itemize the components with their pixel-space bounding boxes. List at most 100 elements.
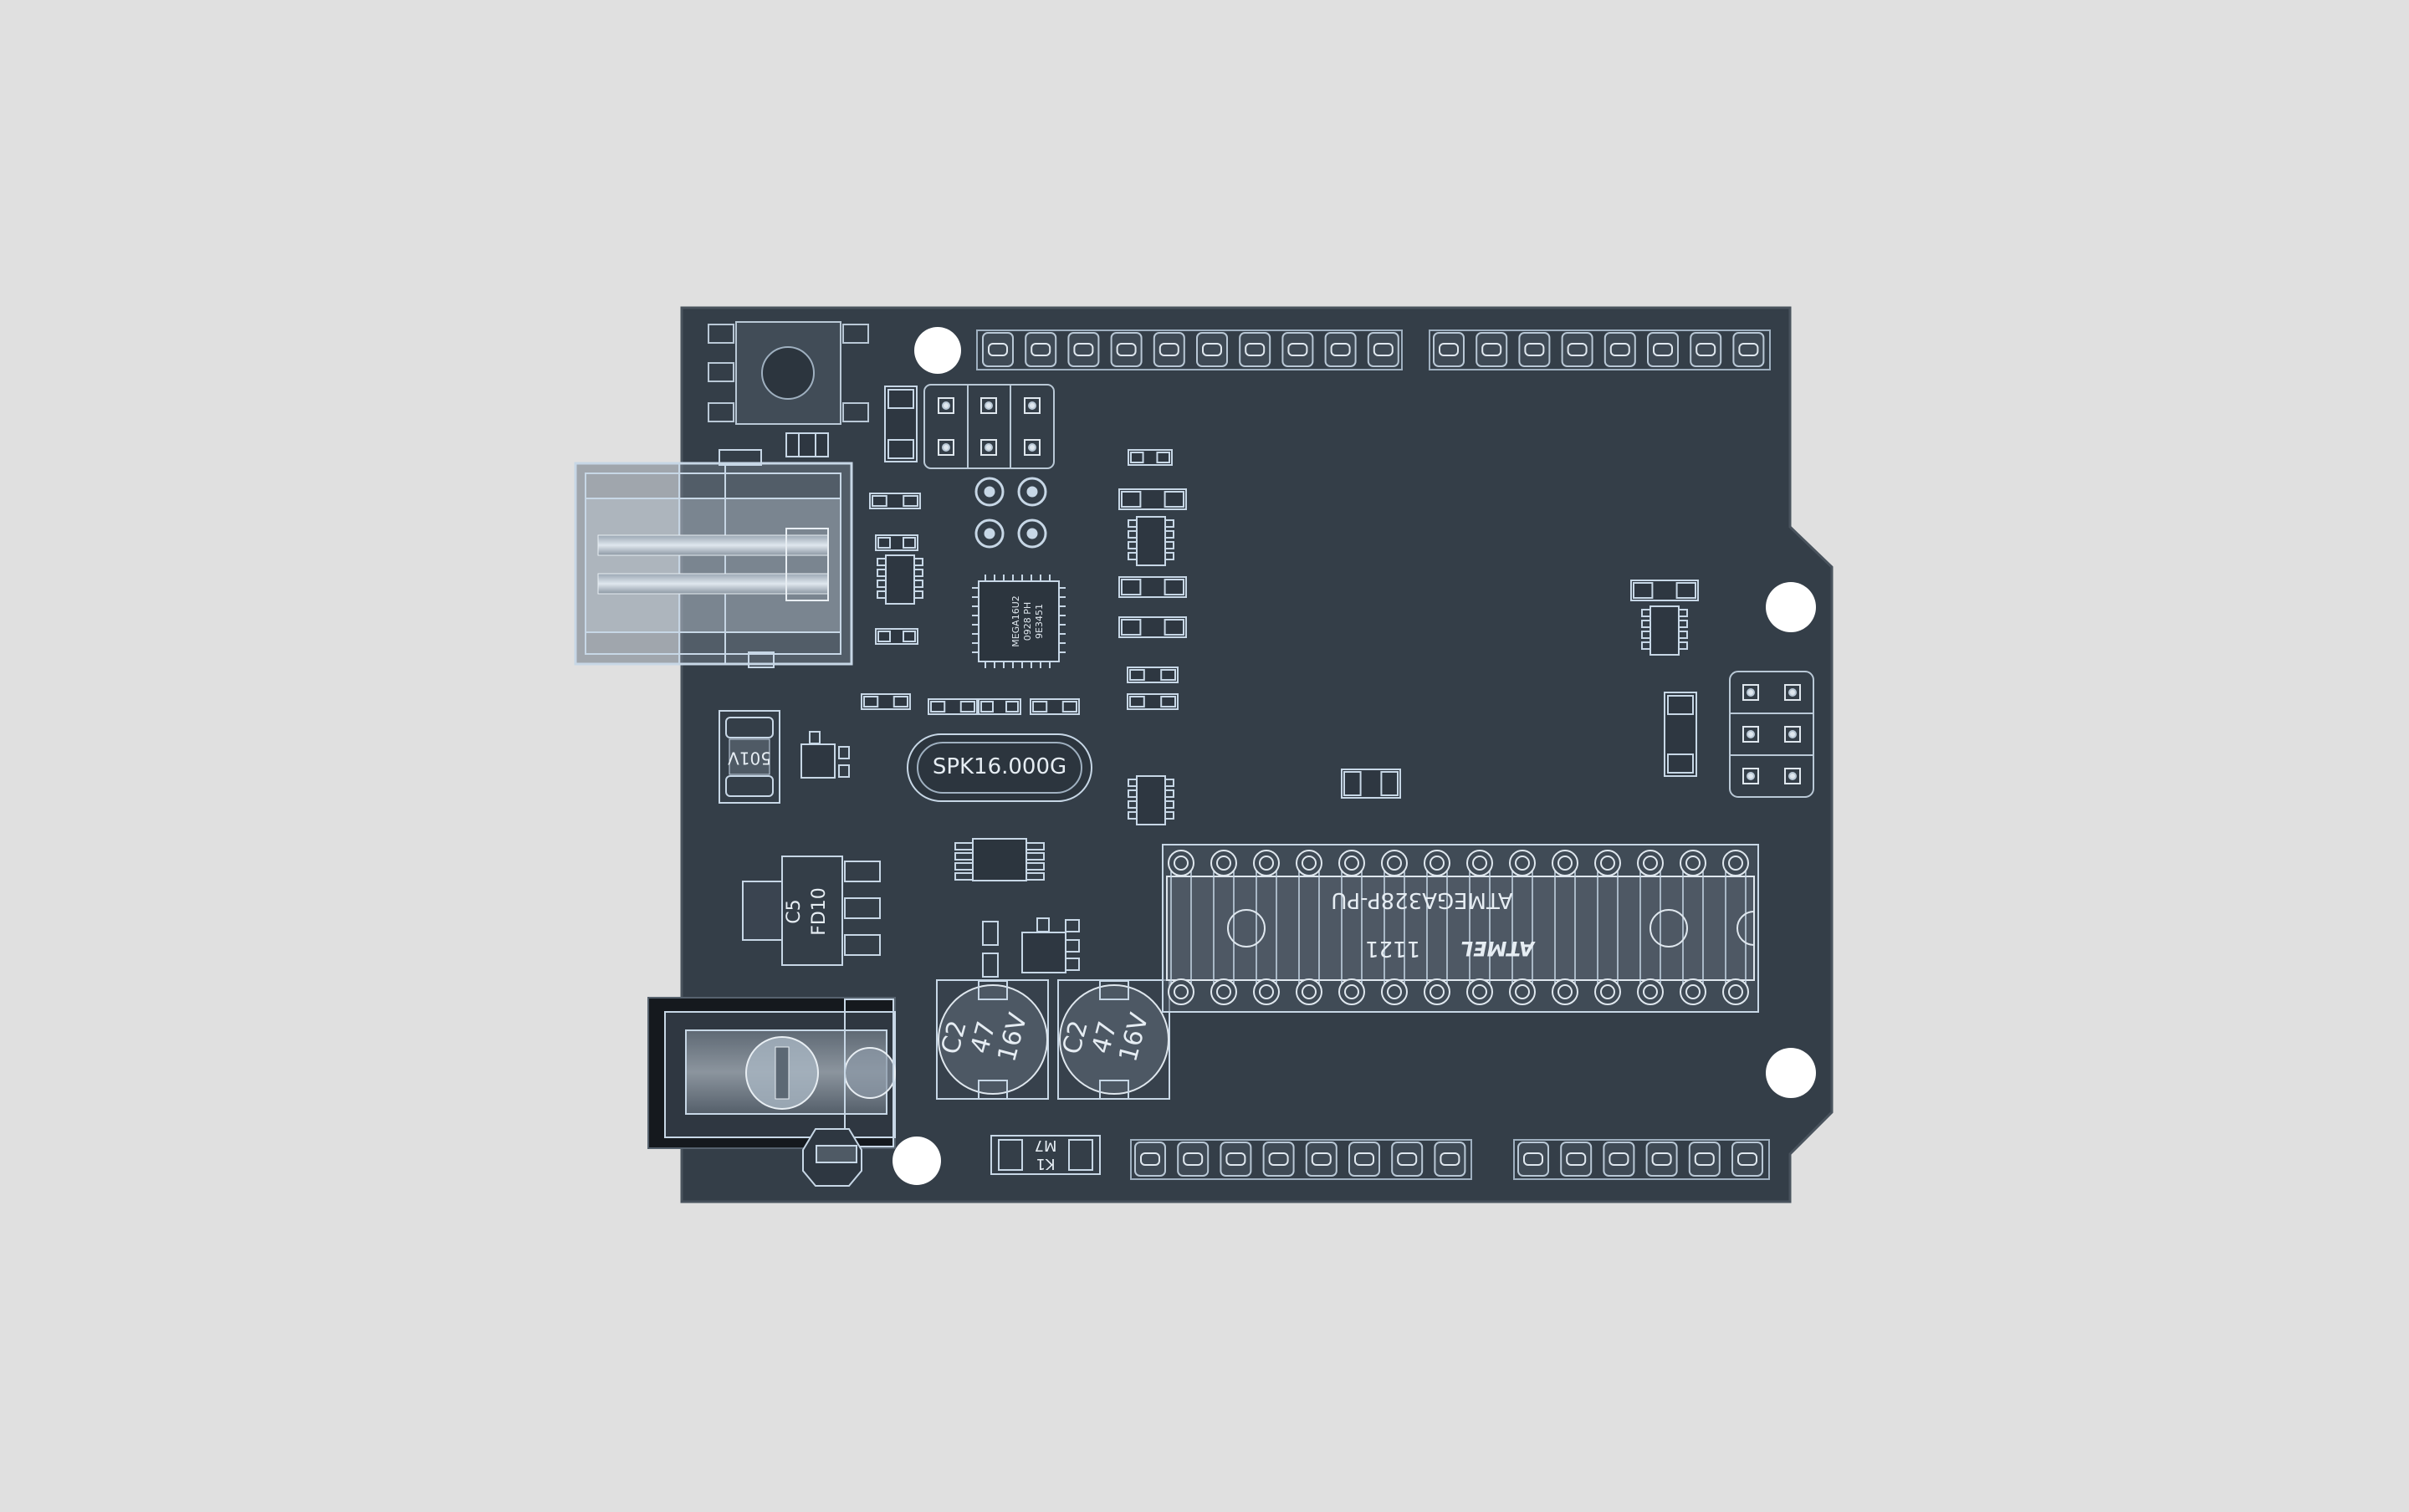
smd-capacitor	[785, 432, 829, 457]
dip-pin	[1424, 850, 1450, 876]
crystal-oscillator: SPK16.000G	[907, 733, 1092, 802]
usb-chip-label-2: 0928 PH	[1022, 602, 1033, 641]
smd-resistor	[978, 698, 1021, 715]
smd-resistor	[1030, 698, 1080, 715]
smd-resistor	[1118, 488, 1187, 510]
header-pin	[1324, 332, 1357, 367]
header-pin	[1645, 1142, 1678, 1177]
header-pin	[1196, 332, 1228, 367]
reset-button[interactable]	[708, 321, 869, 425]
icsp-header-top	[923, 384, 1055, 469]
smd-resistor	[1118, 616, 1187, 638]
dip-pin	[1680, 850, 1706, 876]
icsp-pin	[1024, 397, 1041, 414]
dip-pin	[1466, 850, 1493, 876]
dip-pin	[1552, 978, 1578, 1005]
header-pin	[1348, 1142, 1380, 1177]
header-pin	[1561, 332, 1593, 367]
header-pin	[1476, 332, 1508, 367]
resistor-network	[1128, 516, 1174, 566]
dip-pin	[1381, 978, 1408, 1005]
header-bottom-left	[1130, 1139, 1472, 1180]
capacitor-right: C2 47 16V	[1057, 979, 1170, 1100]
resistor-label: M7	[1035, 1137, 1057, 1154]
header-pin	[1603, 1142, 1635, 1177]
smd-resistor	[928, 698, 978, 715]
header-pin	[1433, 332, 1465, 367]
header-pin	[1690, 332, 1722, 367]
header-pin	[982, 332, 1014, 367]
icsp-pin	[1742, 684, 1759, 701]
dip-pin	[1338, 850, 1365, 876]
dip-pin	[1722, 978, 1749, 1005]
resistor-bottom: M7 K1	[990, 1135, 1101, 1175]
regulator-label-1: C5	[784, 899, 805, 923]
main-mcu-socket: ATMEGA328P-PU 1121 ATMEL	[1162, 844, 1759, 1013]
header-pin	[1732, 332, 1765, 367]
dip-pin	[1637, 978, 1664, 1005]
header-pin	[1560, 1142, 1593, 1177]
capacitor-left: C2 47 16V	[936, 979, 1049, 1100]
header-pin	[1647, 332, 1679, 367]
test-pads	[974, 477, 1047, 549]
dip-pin	[1296, 850, 1322, 876]
transistor-sot23	[800, 731, 850, 779]
mcu-logo: ATMEL	[1460, 937, 1536, 960]
dip-pin	[1424, 978, 1450, 1005]
smd-resistor	[1128, 449, 1173, 466]
smd-resistor	[875, 628, 918, 645]
mcu-label-2: 1121	[1365, 936, 1420, 961]
header-pin	[1025, 332, 1057, 367]
icsp-header-right	[1729, 671, 1814, 798]
header-pin	[1262, 1142, 1295, 1177]
dip-pin	[1338, 978, 1365, 1005]
header-pin	[1731, 1142, 1763, 1177]
header-pin	[1517, 1142, 1549, 1177]
icsp-pin	[1784, 768, 1801, 784]
smd-resistor	[1127, 667, 1179, 683]
resistor-network	[1128, 775, 1174, 825]
usb-chip-label-3: 9E3451	[1034, 604, 1045, 639]
header-pin	[1177, 1142, 1210, 1177]
smd-resistor	[1341, 769, 1401, 799]
dip-pin	[1722, 850, 1749, 876]
usb-connector	[574, 449, 853, 668]
header-top-right	[1429, 329, 1771, 370]
opamp-chip	[954, 838, 1045, 881]
header-pin	[1134, 1142, 1166, 1177]
smd-resistor	[861, 693, 911, 710]
smd-resistor	[875, 534, 918, 551]
header-pin	[1518, 332, 1551, 367]
dip-pin	[1168, 978, 1194, 1005]
dip-pin	[1466, 978, 1493, 1005]
header-pin	[1305, 1142, 1337, 1177]
smd-resistor	[1630, 580, 1699, 601]
header-pin	[1688, 1142, 1721, 1177]
dip-pin	[1594, 850, 1621, 876]
header-pin	[1110, 332, 1143, 367]
dip-pin	[1680, 978, 1706, 1005]
regulator-label-2: FD10	[809, 887, 830, 936]
dip-pin	[1509, 978, 1536, 1005]
header-pin	[1603, 332, 1636, 367]
resistor-network	[1641, 605, 1688, 656]
crystal-label: SPK16.000G	[933, 754, 1066, 779]
smd-resistor	[1118, 576, 1187, 598]
voltage-regulator: C5 FD10	[742, 856, 881, 966]
icsp-pin	[1742, 768, 1759, 784]
power-jack	[647, 997, 896, 1149]
dip-pin	[1509, 850, 1536, 876]
dip-pin	[1210, 978, 1237, 1005]
dip-pin	[1296, 978, 1322, 1005]
header-pin	[1281, 332, 1314, 367]
dip-pin	[1594, 978, 1621, 1005]
icsp-pin	[1742, 726, 1759, 743]
header-bottom-right	[1513, 1139, 1770, 1180]
smd-resistor	[1127, 693, 1179, 710]
mcu-label-1: ATMEGA328P-PU	[1331, 887, 1512, 912]
smd-capacitor	[884, 386, 918, 462]
fuse-label: 501V	[728, 748, 771, 769]
mounting-holes	[893, 327, 1816, 1185]
